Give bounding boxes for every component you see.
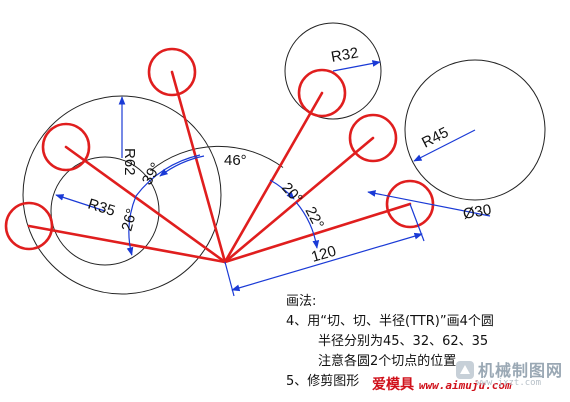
red-circle-6 <box>385 179 435 229</box>
notes-step-4: 4、用“切、切、半径(TTR)”画4个圆 <box>286 314 494 329</box>
dim-d30-label: Ø30 <box>462 201 493 223</box>
red-circle-2 <box>41 122 91 172</box>
red-circle-5 <box>348 113 398 163</box>
notes-step-4-line-3: 注意各圆2个切点的位置 <box>318 354 457 369</box>
arc-46 <box>150 145 284 172</box>
red-circle-1 <box>4 201 54 251</box>
dim-r35-line <box>55 194 106 212</box>
dim-120-label: 120 <box>309 243 338 266</box>
dim-a22-label: 22° <box>301 204 327 232</box>
notes-heading: 画法: <box>286 294 317 309</box>
red-rays <box>27 70 412 264</box>
circle-r45 <box>404 59 546 201</box>
watermark-jxzt-brand: 机械制图网 <box>478 361 564 380</box>
red-circles <box>4 47 435 251</box>
dim-r35-label: R35 <box>86 196 117 220</box>
dim-r32-label: R32 <box>330 44 360 66</box>
dim-a20-label: 20° <box>278 179 306 207</box>
ray-2 <box>64 145 227 264</box>
red-circle-3 <box>147 47 197 97</box>
dim-r45-line <box>413 129 476 162</box>
ray-3 <box>170 70 227 264</box>
dim-r62-label: R62 <box>121 148 138 176</box>
dim-a26-label: 26° <box>118 207 140 233</box>
dim-arc-46 <box>159 155 205 177</box>
watermark-aimuju: 爱模具 www.aimuju.com <box>372 377 512 393</box>
dim-120-ext-left <box>224 261 235 297</box>
dimension-lines <box>55 60 491 297</box>
circle-r35 <box>50 156 160 266</box>
circle-r62 <box>22 95 222 295</box>
notes-step-5: 5、修剪图形 <box>286 374 360 389</box>
dim-a39-label: 39° <box>139 160 165 188</box>
watermark-jxzt-url: www.jxzt.com <box>476 378 542 388</box>
red-circle-4 <box>297 68 347 118</box>
notes-step-4-line-2: 半径分别为45、32、62、35 <box>318 334 489 349</box>
dim-arc-26 <box>126 195 137 256</box>
ray-1 <box>27 224 227 264</box>
dim-r45-label: R45 <box>419 124 451 152</box>
dim-120-line <box>231 232 423 292</box>
construction-circles <box>22 22 546 295</box>
watermark-logo-icon <box>456 361 474 379</box>
dim-r32-line <box>332 60 381 72</box>
dim-a46-label: 46° <box>224 152 247 169</box>
dim-d30-line <box>367 190 491 217</box>
dim-arc-20 <box>269 179 295 200</box>
circle-r32 <box>284 22 382 120</box>
